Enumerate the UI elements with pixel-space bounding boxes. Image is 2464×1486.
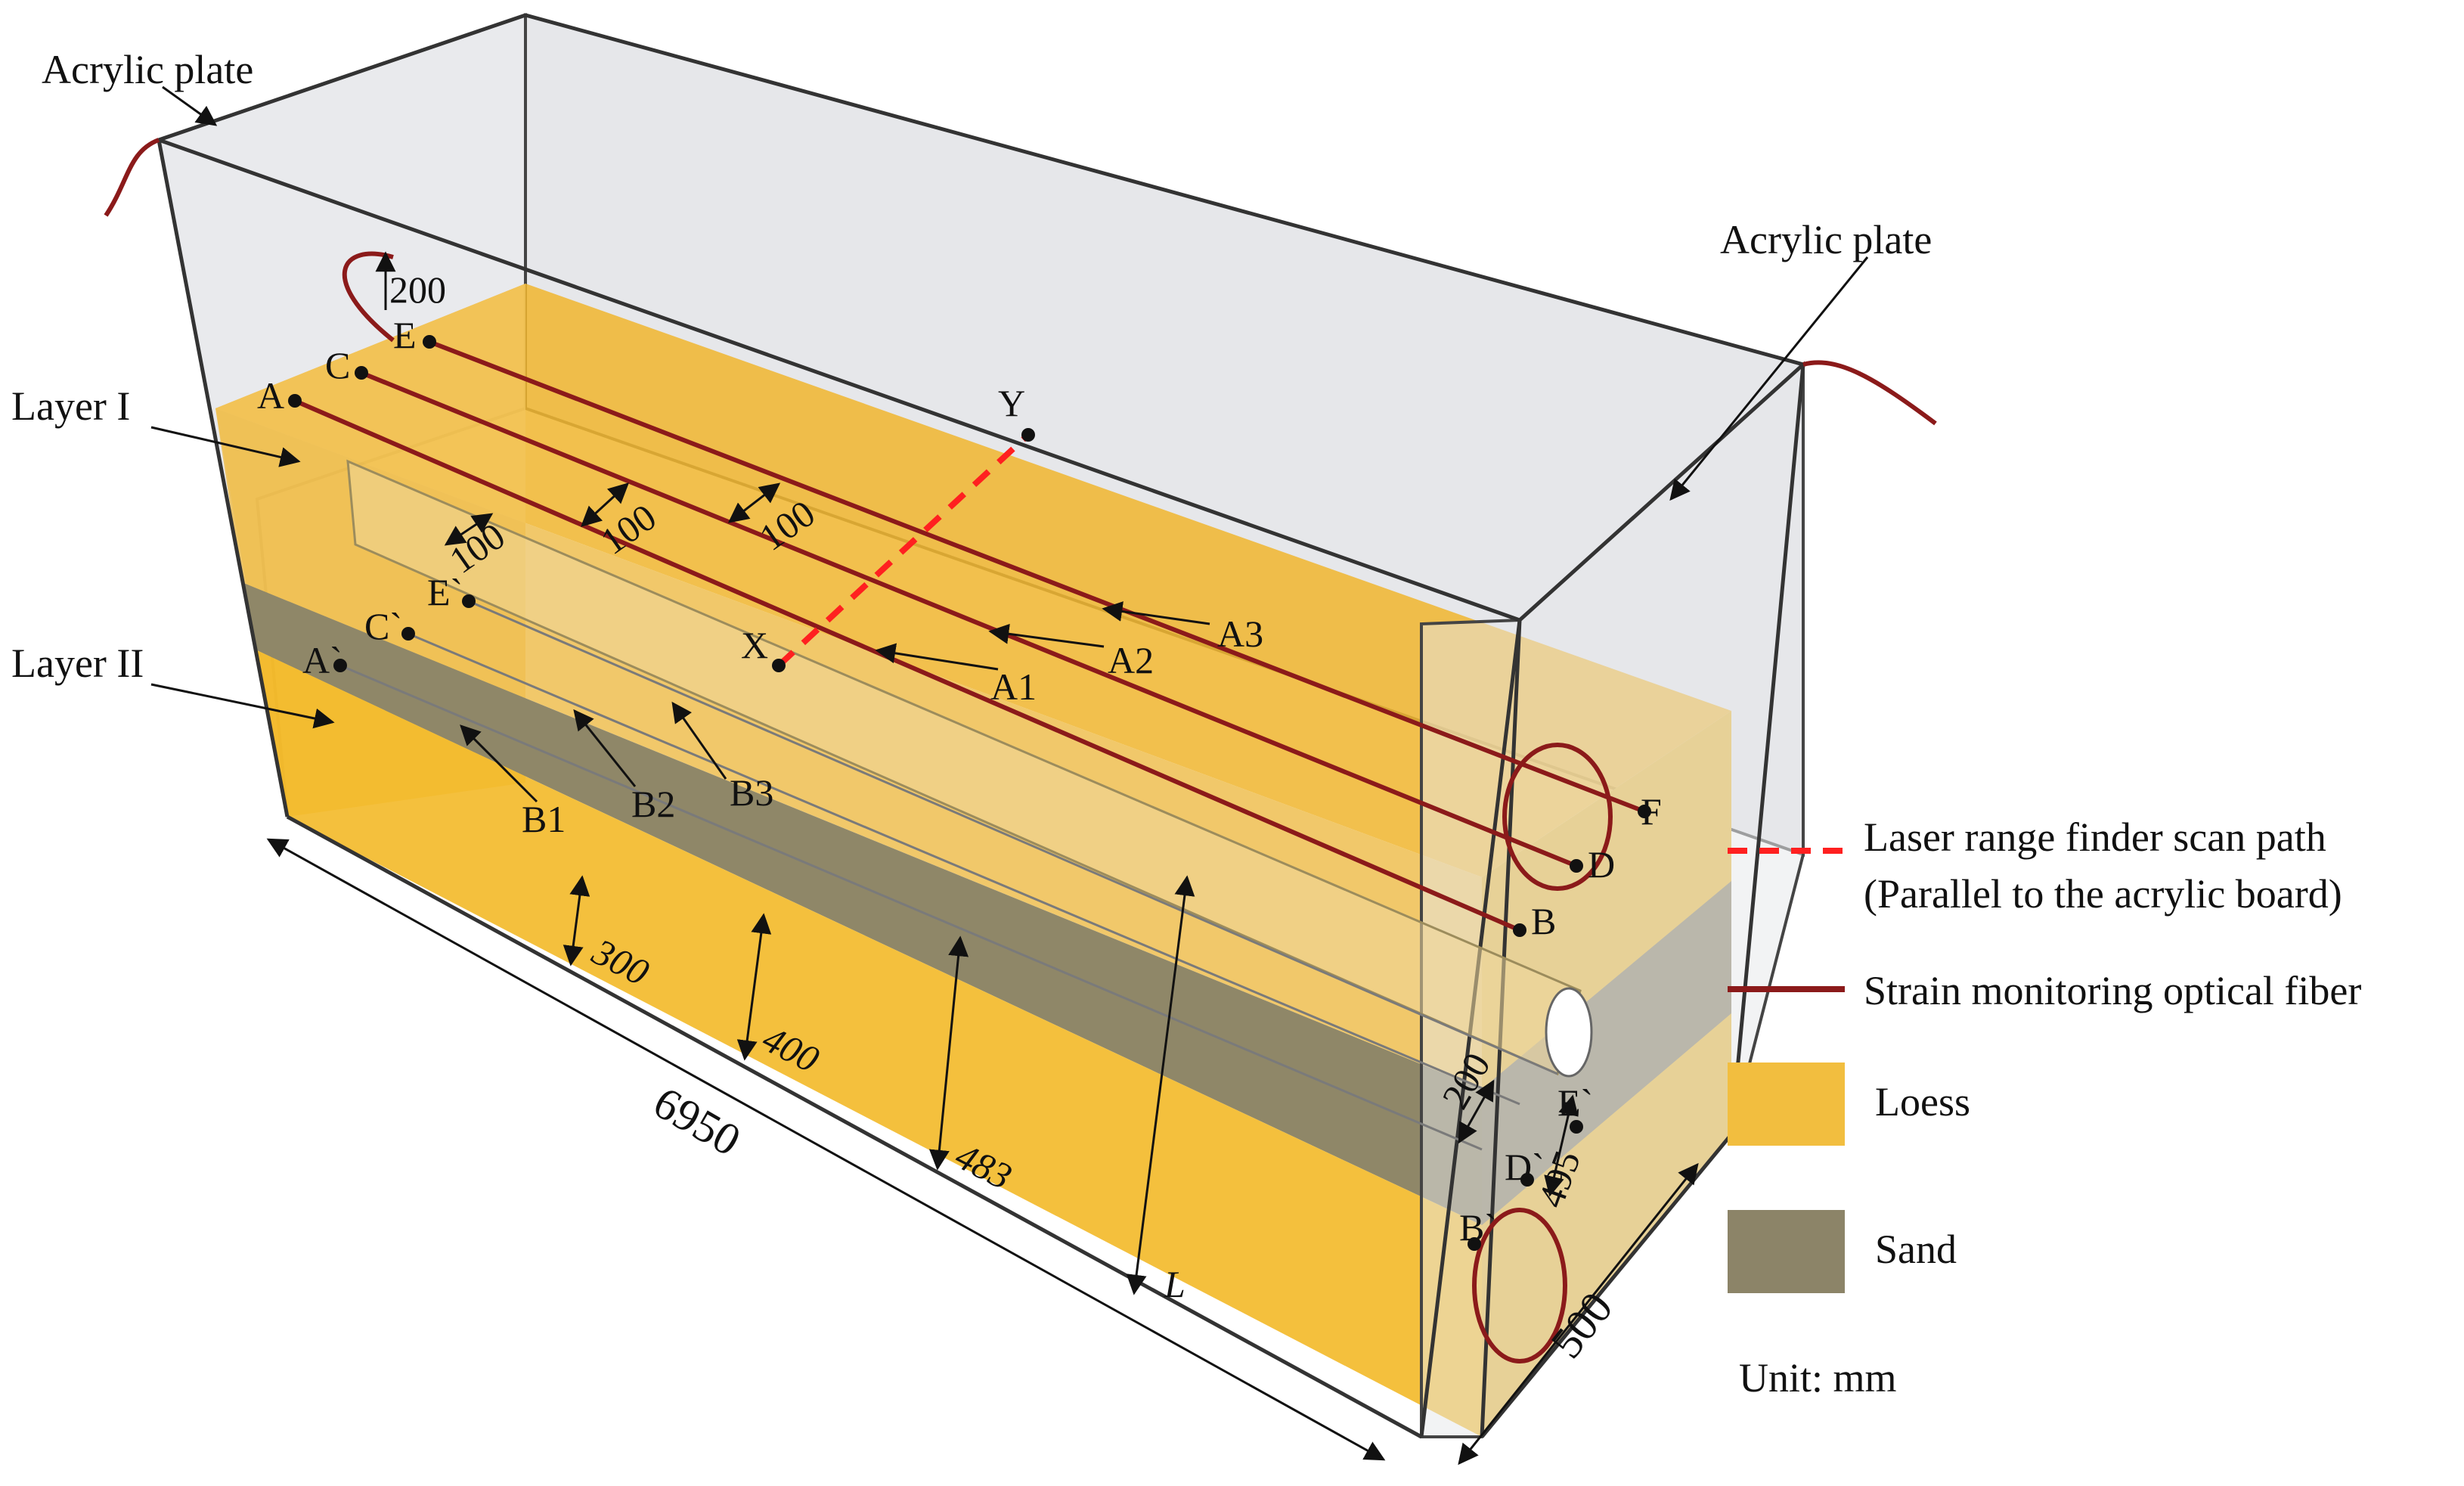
point-label-x: X — [741, 624, 768, 666]
legend-laser-label-1: Laser range finder scan path — [1864, 814, 2326, 860]
label-acrylic-plate-right: Acrylic plate — [1720, 217, 1932, 262]
point-label-d-prime: D` — [1505, 1146, 1545, 1188]
fiber-label-b1: B1 — [522, 798, 566, 840]
legend-laser-label-2: (Parallel to the acrylic board) — [1864, 871, 2342, 917]
point-label-d: D — [1588, 843, 1615, 886]
point-label-b-prime: B` — [1459, 1206, 1497, 1249]
leader-lines — [150, 85, 1869, 803]
fiber-label-a2: A2 — [1108, 639, 1154, 681]
dim-label-l: L — [1164, 1263, 1186, 1305]
point-label-c: C — [325, 344, 350, 386]
fiber-label-a1: A1 — [990, 665, 1037, 708]
laser-scan-path — [776, 433, 1031, 668]
legend: Laser range finder scan path (Parallel t… — [1728, 814, 2361, 1401]
legend-unit-label: Unit: mm — [1739, 1355, 1897, 1401]
point-label-b: B — [1531, 900, 1556, 942]
legend-loess-label: Loess — [1875, 1079, 1970, 1125]
soil-top-surface — [215, 284, 1731, 877]
point-label-a-prime: A` — [302, 639, 342, 681]
point-label-a: A — [257, 374, 284, 417]
label-acrylic-plate-left: Acrylic plate — [42, 47, 253, 92]
point-label-c-prime: C` — [364, 605, 402, 647]
label-layer-2: Layer II — [11, 641, 144, 686]
point-label-e-prime-right: E` — [1557, 1081, 1593, 1124]
dimension-lines — [266, 251, 1699, 1466]
label-layer-1: Layer I — [11, 383, 130, 429]
legend-fiber-label: Strain monitoring optical fiber — [1864, 968, 2361, 1013]
dim-label-200-top: 200 — [389, 268, 446, 311]
fiber-label-a3: A3 — [1217, 613, 1263, 655]
dim-label-length: 6950 — [646, 1077, 749, 1165]
point-label-e: E — [393, 314, 417, 356]
fiber-label-b2: B2 — [631, 783, 675, 825]
point-label-f: F — [1641, 790, 1662, 833]
legend-sand-label: Sand — [1875, 1227, 1957, 1272]
point-label-e-prime: E` — [427, 571, 463, 613]
legend-loess-swatch — [1728, 1063, 1845, 1146]
point-label-y: Y — [998, 382, 1025, 424]
fiber-label-b3: B3 — [730, 771, 773, 814]
legend-sand-swatch — [1728, 1210, 1845, 1293]
